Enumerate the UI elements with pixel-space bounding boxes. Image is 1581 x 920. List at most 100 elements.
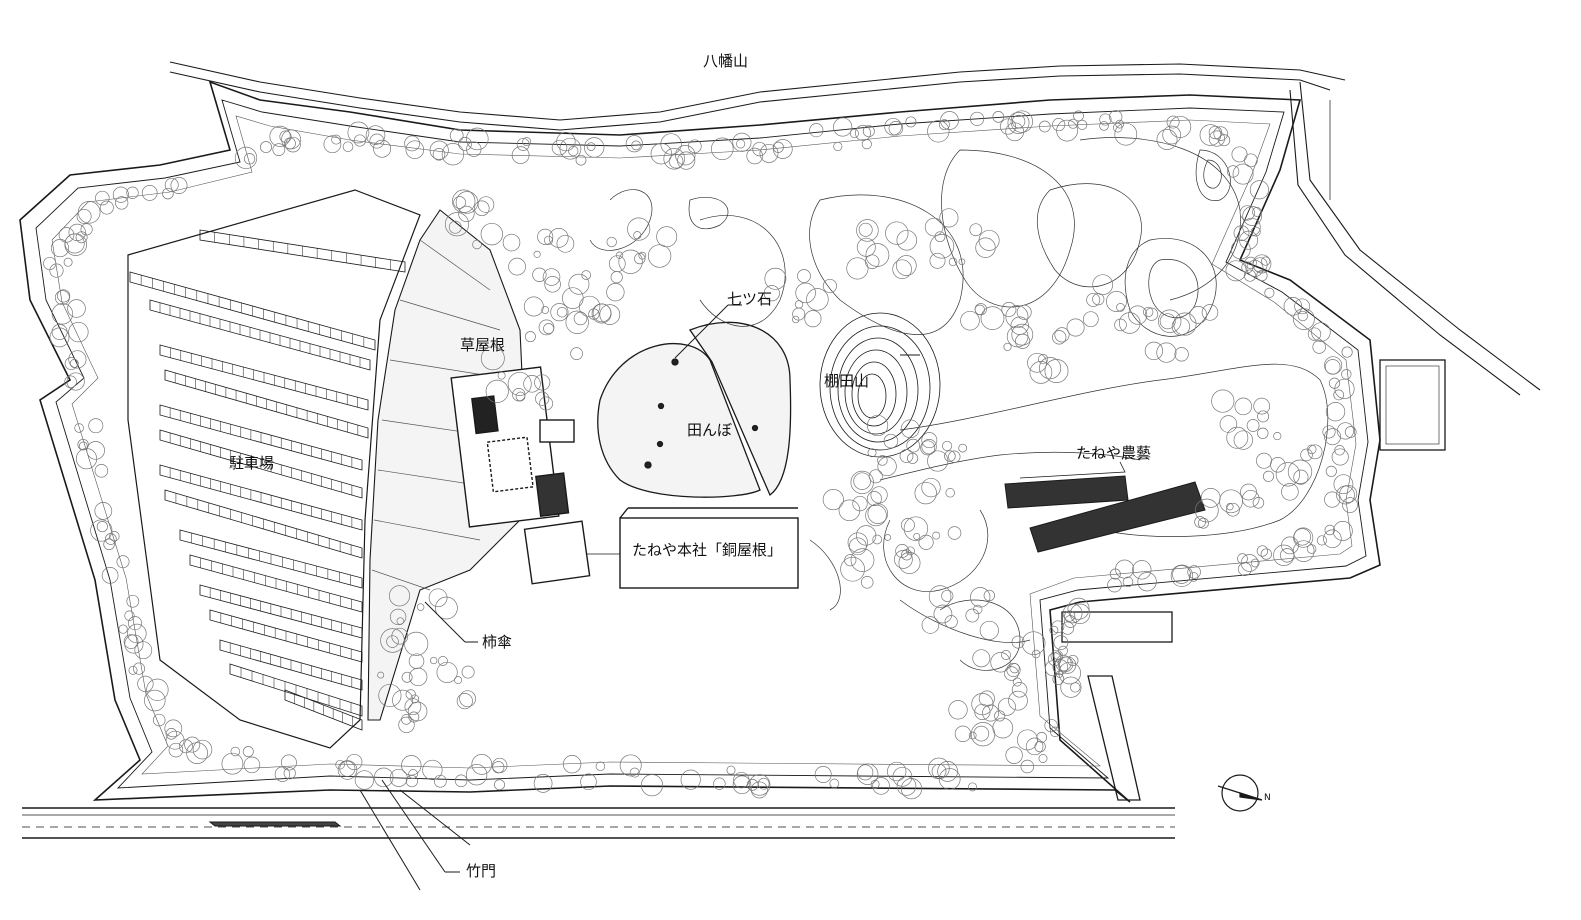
tree-circle	[269, 125, 291, 147]
tree-circle	[1239, 205, 1255, 221]
tree-circle	[94, 502, 113, 520]
tree-circle	[391, 627, 409, 645]
tree-circle	[736, 139, 746, 149]
tree-circle	[51, 324, 68, 340]
tree-circle	[1174, 347, 1189, 362]
parking-row	[284, 689, 363, 731]
tree-circle	[833, 141, 843, 152]
tree-circle	[1293, 308, 1315, 330]
tree-circle	[906, 438, 921, 453]
tree-circle	[992, 717, 1014, 739]
tree-circle	[999, 118, 1017, 135]
tree-circle	[544, 276, 561, 293]
tree-circle	[752, 141, 767, 157]
tree-circle	[127, 616, 143, 631]
tree-circle	[1194, 516, 1206, 528]
tree-circle	[1208, 130, 1225, 147]
nogei-buildings	[1004, 461, 1206, 553]
tree-circle	[116, 555, 130, 569]
tree-circle	[1294, 298, 1310, 315]
tree-circle	[1015, 333, 1031, 349]
tree-circle	[1052, 673, 1065, 685]
tree-circle	[435, 596, 458, 620]
tree-circle	[1316, 535, 1327, 546]
tree-circle	[1077, 119, 1088, 130]
tree-circle	[534, 374, 551, 391]
tree-circle	[378, 683, 402, 708]
tree-circle	[1243, 269, 1257, 282]
tree-circle	[1256, 452, 1272, 469]
tree-circle	[347, 121, 370, 144]
parking-row	[189, 554, 363, 613]
tree-circle	[90, 519, 113, 542]
tree-circle	[522, 137, 532, 147]
tree-circle	[68, 321, 89, 343]
tree-circle	[870, 779, 880, 789]
tree-circle	[146, 678, 169, 701]
tree-circle	[1064, 610, 1076, 622]
tree-circle	[1060, 676, 1082, 698]
label-nanatsuishi: 七ツ石	[727, 290, 773, 308]
tree-circle	[746, 147, 763, 165]
tree-circle	[58, 227, 75, 243]
tree-circle	[1261, 256, 1271, 266]
tree-circle	[1008, 690, 1028, 711]
tree-circle	[1208, 125, 1223, 140]
tree-circle	[627, 217, 651, 241]
tree-circle	[1322, 425, 1336, 439]
tree-circle	[1049, 625, 1059, 635]
tree-circle	[88, 418, 104, 434]
tree-circle	[452, 189, 476, 213]
tree-circle	[64, 233, 85, 254]
tree-circle	[1331, 448, 1349, 466]
tree-circle	[1323, 529, 1342, 549]
tree-circle	[921, 439, 937, 455]
tree-circle	[633, 231, 642, 240]
tree-circle	[1170, 564, 1194, 587]
tree-circle	[1034, 740, 1046, 753]
tree-circle	[1044, 718, 1058, 733]
tree-circle	[847, 532, 868, 553]
tree-circle	[1241, 261, 1254, 274]
tree-circle	[126, 594, 140, 608]
tree-circle	[914, 481, 937, 505]
tree-circle	[969, 223, 983, 237]
tree-circle	[66, 372, 85, 391]
terrace-hill-contours	[819, 312, 941, 458]
tree-circle	[538, 319, 555, 336]
tree-circle	[1240, 483, 1257, 501]
tree-circle	[80, 223, 93, 236]
tree-circle	[285, 136, 301, 153]
tree-circle	[543, 235, 554, 245]
tree-circle	[1200, 488, 1221, 508]
tree-circle	[50, 239, 70, 258]
tree-circle	[1246, 419, 1260, 432]
tree-circle	[732, 775, 752, 795]
tree-circle	[625, 135, 643, 153]
tree-circle	[921, 477, 941, 498]
tree-circle	[978, 229, 1000, 251]
tree-circle	[1264, 287, 1275, 298]
tree-circle	[1297, 310, 1308, 322]
tree-circle	[405, 140, 425, 159]
tree-circle	[913, 532, 921, 540]
tree-circle	[938, 768, 961, 790]
tree-circle	[331, 134, 342, 145]
tree-circle	[927, 450, 949, 472]
tree-circle	[410, 694, 420, 704]
tree-circle	[124, 610, 135, 621]
tree-circle	[1086, 292, 1101, 307]
tree-circle	[1001, 302, 1017, 317]
tree-circle	[118, 624, 128, 634]
tree-circle	[1052, 659, 1069, 675]
tree-circle	[428, 588, 448, 608]
tree-circle	[853, 472, 871, 490]
tree-circle	[921, 432, 938, 449]
tree-circle	[763, 285, 780, 302]
tree-circle	[1007, 112, 1030, 134]
tree-circle	[948, 257, 958, 267]
parking-row	[164, 369, 369, 439]
tree-circle	[537, 228, 554, 245]
tree-circle	[1038, 754, 1048, 763]
tree-circle	[868, 469, 883, 484]
